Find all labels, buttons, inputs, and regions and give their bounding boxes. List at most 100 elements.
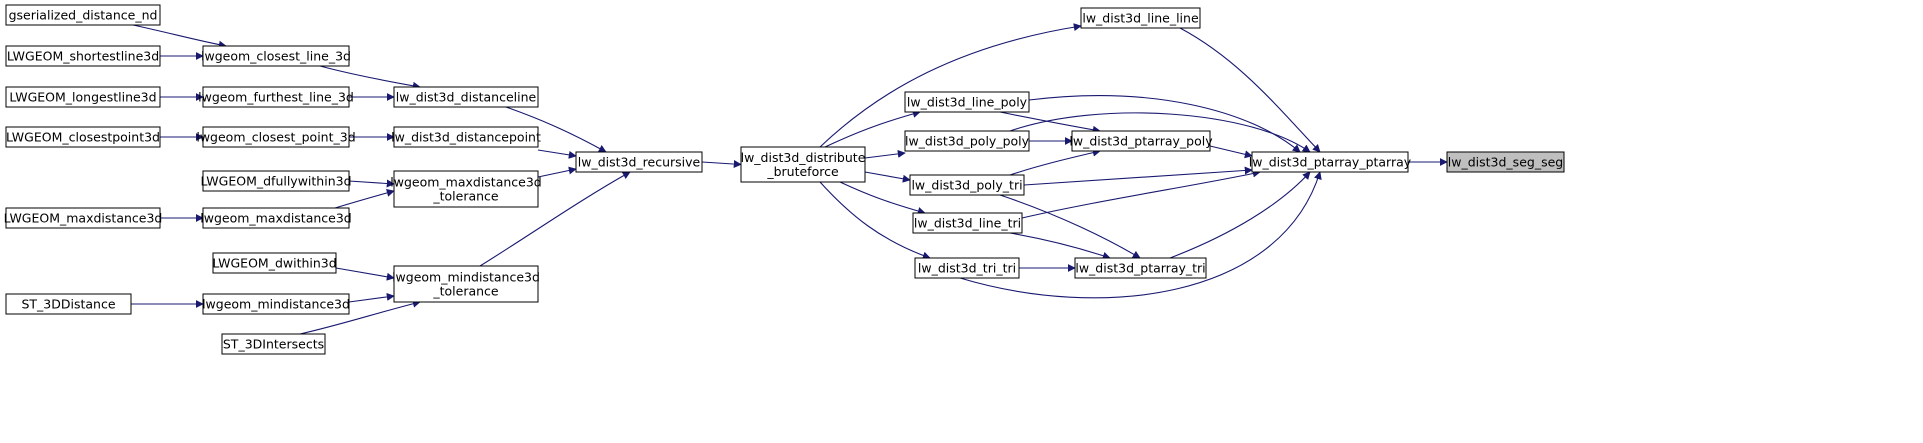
edge-lw_dist3d_distribute_bruteforce-to-lw_dist3d_line_poly xyxy=(824,110,921,148)
node-box xyxy=(202,207,350,229)
node-lwgeom-mindistance3d-tolerance[interactable]: lwgeom_mindistance3d_tolerance xyxy=(392,265,540,303)
node-box xyxy=(221,333,326,355)
node-box xyxy=(904,130,1030,152)
node-lw-dist3d-poly-poly[interactable]: lw_dist3d_poly_poly xyxy=(904,130,1030,152)
node-lwgeom-dfullywithin3d[interactable]: LWGEOM_dfullywithin3d xyxy=(200,170,352,192)
node-label: lwgeom_mindistance3d xyxy=(392,270,540,285)
node-box xyxy=(5,293,132,315)
edge-lw_dist3d_distribute_bruteforce-to-lw_dist3d_poly_tri xyxy=(864,171,911,183)
node-label: lwgeom_maxdistance3d xyxy=(390,175,541,190)
edge-arrow xyxy=(864,149,906,159)
edge-arrow xyxy=(1209,145,1253,159)
node-label: _bruteforce xyxy=(766,164,839,179)
node-label: ST_3DDistance xyxy=(21,297,115,312)
node-box xyxy=(914,257,1020,279)
node-lw-dist3d-distanceline[interactable]: lw_dist3d_distanceline xyxy=(393,86,539,108)
node-label: lwgeom_mindistance3d xyxy=(202,297,350,312)
edge-arrow xyxy=(819,181,931,260)
edge-arrow xyxy=(864,171,911,183)
node-box xyxy=(202,293,350,315)
node-label: lw_dist3d_line_poly xyxy=(907,95,1028,110)
node-st-3ddistance[interactable]: ST_3DDistance xyxy=(5,293,132,315)
node-lw-dist3d-line-poly[interactable]: lw_dist3d_line_poly xyxy=(904,91,1030,113)
node-lwgeom-furthest-line-3d[interactable]: lwgeom_furthest_line_3d xyxy=(198,86,354,108)
node-box xyxy=(1080,7,1201,29)
edge-arrow xyxy=(319,65,421,90)
node-box xyxy=(393,86,539,108)
node-lw-dist3d-recursive[interactable]: lw_dist3d_recursive xyxy=(575,151,703,173)
node-lwgeom-maxdistance3d[interactable]: LWGEOM_maxdistance3d xyxy=(4,207,163,229)
edge-lw_dist3d_line_poly-to-lw_dist3d_ptarray_ptarray xyxy=(1028,95,1301,153)
edge-lw_dist3d_poly_poly-to-lw_dist3d_ptarray_ptarray xyxy=(1009,112,1311,153)
edge-lw_dist3d_line_tri-to-lw_dist3d_ptarray_tri xyxy=(1009,232,1111,260)
node-st-3dintersects[interactable]: ST_3DIntersects xyxy=(221,333,326,355)
edge-lw_dist3d_distancepoint-to-lw_dist3d_recursive xyxy=(537,149,577,159)
edge-lw_dist3d_recursive-to-lw_dist3d_distribute_bruteforce xyxy=(701,160,742,169)
node-lwgeom-maxdistance3d-tolerance[interactable]: lwgeom_maxdistance3d_tolerance xyxy=(390,170,542,208)
node-label: _tolerance xyxy=(432,284,499,299)
node-label: lw_dist3d_line_tri xyxy=(914,216,1021,231)
edge-arrow xyxy=(1021,169,1261,219)
node-box xyxy=(5,207,161,229)
node-lw-dist3d-ptarray-poly[interactable]: lw_dist3d_ptarray_poly xyxy=(1069,130,1213,152)
node-label: ST_3DIntersects xyxy=(223,337,324,352)
node-lwgeom-mindistance3d[interactable]: lwgeom_mindistance3d xyxy=(202,293,350,315)
node-lwgeom-longestline3d[interactable]: LWGEOM_longestline3d xyxy=(5,86,161,108)
node-box xyxy=(740,146,866,183)
node-lwgeom-dwithin3d[interactable]: LWGEOM_dwithin3d xyxy=(212,252,337,274)
edge-lw_dist3d_distribute_bruteforce-to-lw_dist3d_poly_poly xyxy=(864,149,906,159)
node-label: lwgeom_closest_point_3d xyxy=(196,130,355,145)
node-lwgeom-closest-line-3d[interactable]: lwgeom_closest_line_3d xyxy=(201,45,351,67)
node-box xyxy=(202,45,350,67)
edge-arrow xyxy=(999,194,1141,259)
edge-arrow xyxy=(334,189,395,209)
edge-lw_dist3d_distanceline-to-lw_dist3d_recursive xyxy=(505,106,607,153)
node-lw-dist3d-ptarray-ptarray[interactable]: lw_dist3d_ptarray_ptarray xyxy=(1249,151,1412,173)
node-lwgeom-maxdistance3d[interactable]: lwgeom_maxdistance3d xyxy=(200,207,352,229)
node-lwgeom-closestpoint3d[interactable]: LWGEOM_closestpoint3d xyxy=(5,126,161,148)
edge-arrow xyxy=(335,267,395,281)
node-lw-dist3d-poly-tri[interactable]: lw_dist3d_poly_tri xyxy=(909,174,1025,196)
node-lw-dist3d-seg-seg: lw_dist3d_seg_seg xyxy=(1446,151,1565,173)
node-box xyxy=(5,126,161,148)
node-label: LWGEOM_dwithin3d xyxy=(212,256,336,271)
node-box xyxy=(212,252,337,274)
edge-gserialized_distance_nd-to-lwgeom_closest_line_3d xyxy=(132,24,227,49)
edge-arrow xyxy=(537,149,577,159)
edge-arrow xyxy=(132,24,227,49)
node-lw-dist3d-distancepoint[interactable]: lw_dist3d_distancepoint xyxy=(391,126,541,148)
node-lw-dist3d-tri-tri[interactable]: lw_dist3d_tri_tri xyxy=(914,257,1020,279)
node-label: lw_dist3d_distribute xyxy=(741,150,866,165)
node-label: lw_dist3d_distanceline xyxy=(396,90,537,105)
node-label: lw_dist3d_ptarray_tri xyxy=(1075,261,1205,276)
node-box xyxy=(904,91,1030,113)
edge-lwgeom_maxdistance3d-to-lwgeom_maxdistance3d_tolerance xyxy=(334,189,395,209)
node-label: lwgeom_closest_line_3d xyxy=(201,49,351,64)
node-label: lw_dist3d_recursive xyxy=(578,155,701,170)
node-label: lw_dist3d_ptarray_ptarray xyxy=(1249,155,1412,170)
node-lw-dist3d-ptarray-tri[interactable]: lw_dist3d_ptarray_tri xyxy=(1074,257,1207,279)
edge-LWGEOM_dfullywithin3d-to-lwgeom_maxdistance3d_tolerance xyxy=(348,179,395,188)
edge-arrow xyxy=(999,111,1101,134)
edge-lw_dist3d_line_poly-to-lw_dist3d_ptarray_poly xyxy=(999,111,1101,134)
edge-lwgeom_mindistance3d-to-lwgeom_mindistance3d_tolerance xyxy=(348,292,395,303)
node-box xyxy=(5,45,161,67)
node-gserialized-distance-nd[interactable]: gserialized_distance_nd xyxy=(5,4,161,26)
node-lwgeom-shortestline3d[interactable]: LWGEOM_shortestline3d xyxy=(5,45,161,67)
node-lwgeom-closest-point-3d[interactable]: lwgeom_closest_point_3d xyxy=(196,126,356,148)
edge-lwgeom_closest_line_3d-to-lw_dist3d_distanceline xyxy=(319,65,421,90)
edge-arrow xyxy=(1169,171,1311,259)
node-lw-dist3d-line-line[interactable]: lw_dist3d_line_line xyxy=(1080,7,1201,29)
edge-lw_dist3d_tri_tri-to-lw_dist3d_ptarray_ptarray xyxy=(959,171,1322,299)
node-box xyxy=(393,126,539,148)
edge-arrow xyxy=(348,292,395,303)
node-label: lw_dist3d_line_line xyxy=(1082,11,1199,26)
node-box xyxy=(393,170,539,208)
edge-arrow xyxy=(1028,95,1301,153)
node-lw-dist3d-distribute-bruteforce[interactable]: lw_dist3d_distribute_bruteforce xyxy=(740,146,866,183)
node-lw-dist3d-line-tri[interactable]: lw_dist3d_line_tri xyxy=(912,212,1023,234)
edge-lw_dist3d_line_line-to-lw_dist3d_ptarray_ptarray xyxy=(1179,27,1321,153)
edge-arrow xyxy=(839,181,926,215)
edge-arrow xyxy=(1009,112,1311,153)
